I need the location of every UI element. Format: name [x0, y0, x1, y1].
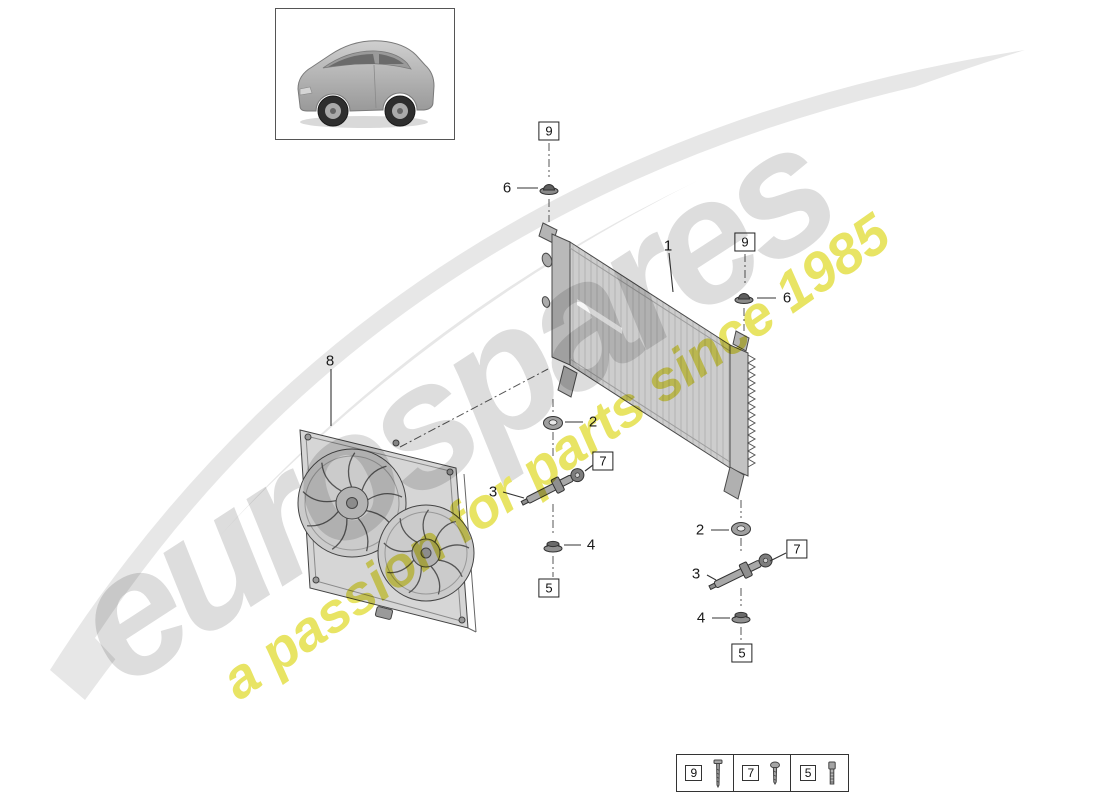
cap-nut-right-part[interactable]: [734, 293, 754, 304]
socket-bolt-icon: [828, 761, 836, 785]
legend-cell-5[interactable]: 5: [791, 755, 848, 791]
callout-4-mid[interactable]: 4: [586, 536, 596, 554]
fastener-legend: 9 7 5: [676, 754, 849, 792]
callout-6-right[interactable]: 6: [782, 289, 792, 307]
radiator-part[interactable]: [538, 222, 757, 500]
legend-label-5: 5: [799, 765, 817, 781]
callout-box-5-right[interactable]: 5: [731, 643, 753, 663]
long-screw-icon: [713, 759, 723, 788]
legend-label-9: 9: [685, 765, 703, 781]
callout-box-9-right[interactable]: 9: [734, 232, 756, 252]
legend-cell-9[interactable]: 9: [677, 755, 734, 791]
vehicle-thumbnail-box[interactable]: [275, 8, 455, 140]
pan-head-screw-icon: [769, 761, 780, 785]
callout-box-5-mid[interactable]: 5: [538, 578, 560, 598]
nut-right-part[interactable]: [731, 611, 751, 624]
legend-label-7: 7: [742, 765, 760, 781]
callout-8-fan[interactable]: 8: [325, 352, 335, 370]
callout-2-mid[interactable]: 2: [588, 413, 598, 431]
callout-3-mid[interactable]: 3: [488, 483, 498, 501]
callout-4-right[interactable]: 4: [696, 609, 706, 627]
legend-cell-7[interactable]: 7: [734, 755, 791, 791]
assembly-axis-lines: [399, 143, 746, 642]
vehicle-illustration: [297, 40, 435, 128]
callout-1-radiator[interactable]: 1: [663, 237, 673, 255]
grommet-right-part[interactable]: [731, 522, 751, 536]
radiator-fins-edge: [746, 354, 757, 468]
callout-box-7-right[interactable]: 7: [786, 539, 808, 559]
fan-shroud-part[interactable]: [297, 429, 477, 633]
grommet-mid-part[interactable]: [543, 416, 563, 430]
callout-3-right[interactable]: 3: [691, 565, 701, 583]
callout-box-9-top[interactable]: 9: [538, 121, 560, 141]
retainer-mid-part[interactable]: [518, 464, 588, 511]
cap-nut-top-part[interactable]: [539, 184, 559, 195]
nut-mid-part[interactable]: [543, 540, 563, 553]
leader-lines: [330, 187, 787, 619]
callout-2-right[interactable]: 2: [695, 521, 705, 539]
callout-6-top[interactable]: 6: [502, 179, 512, 197]
retainer-right-part[interactable]: [706, 550, 776, 595]
callout-box-7-mid[interactable]: 7: [592, 451, 614, 471]
